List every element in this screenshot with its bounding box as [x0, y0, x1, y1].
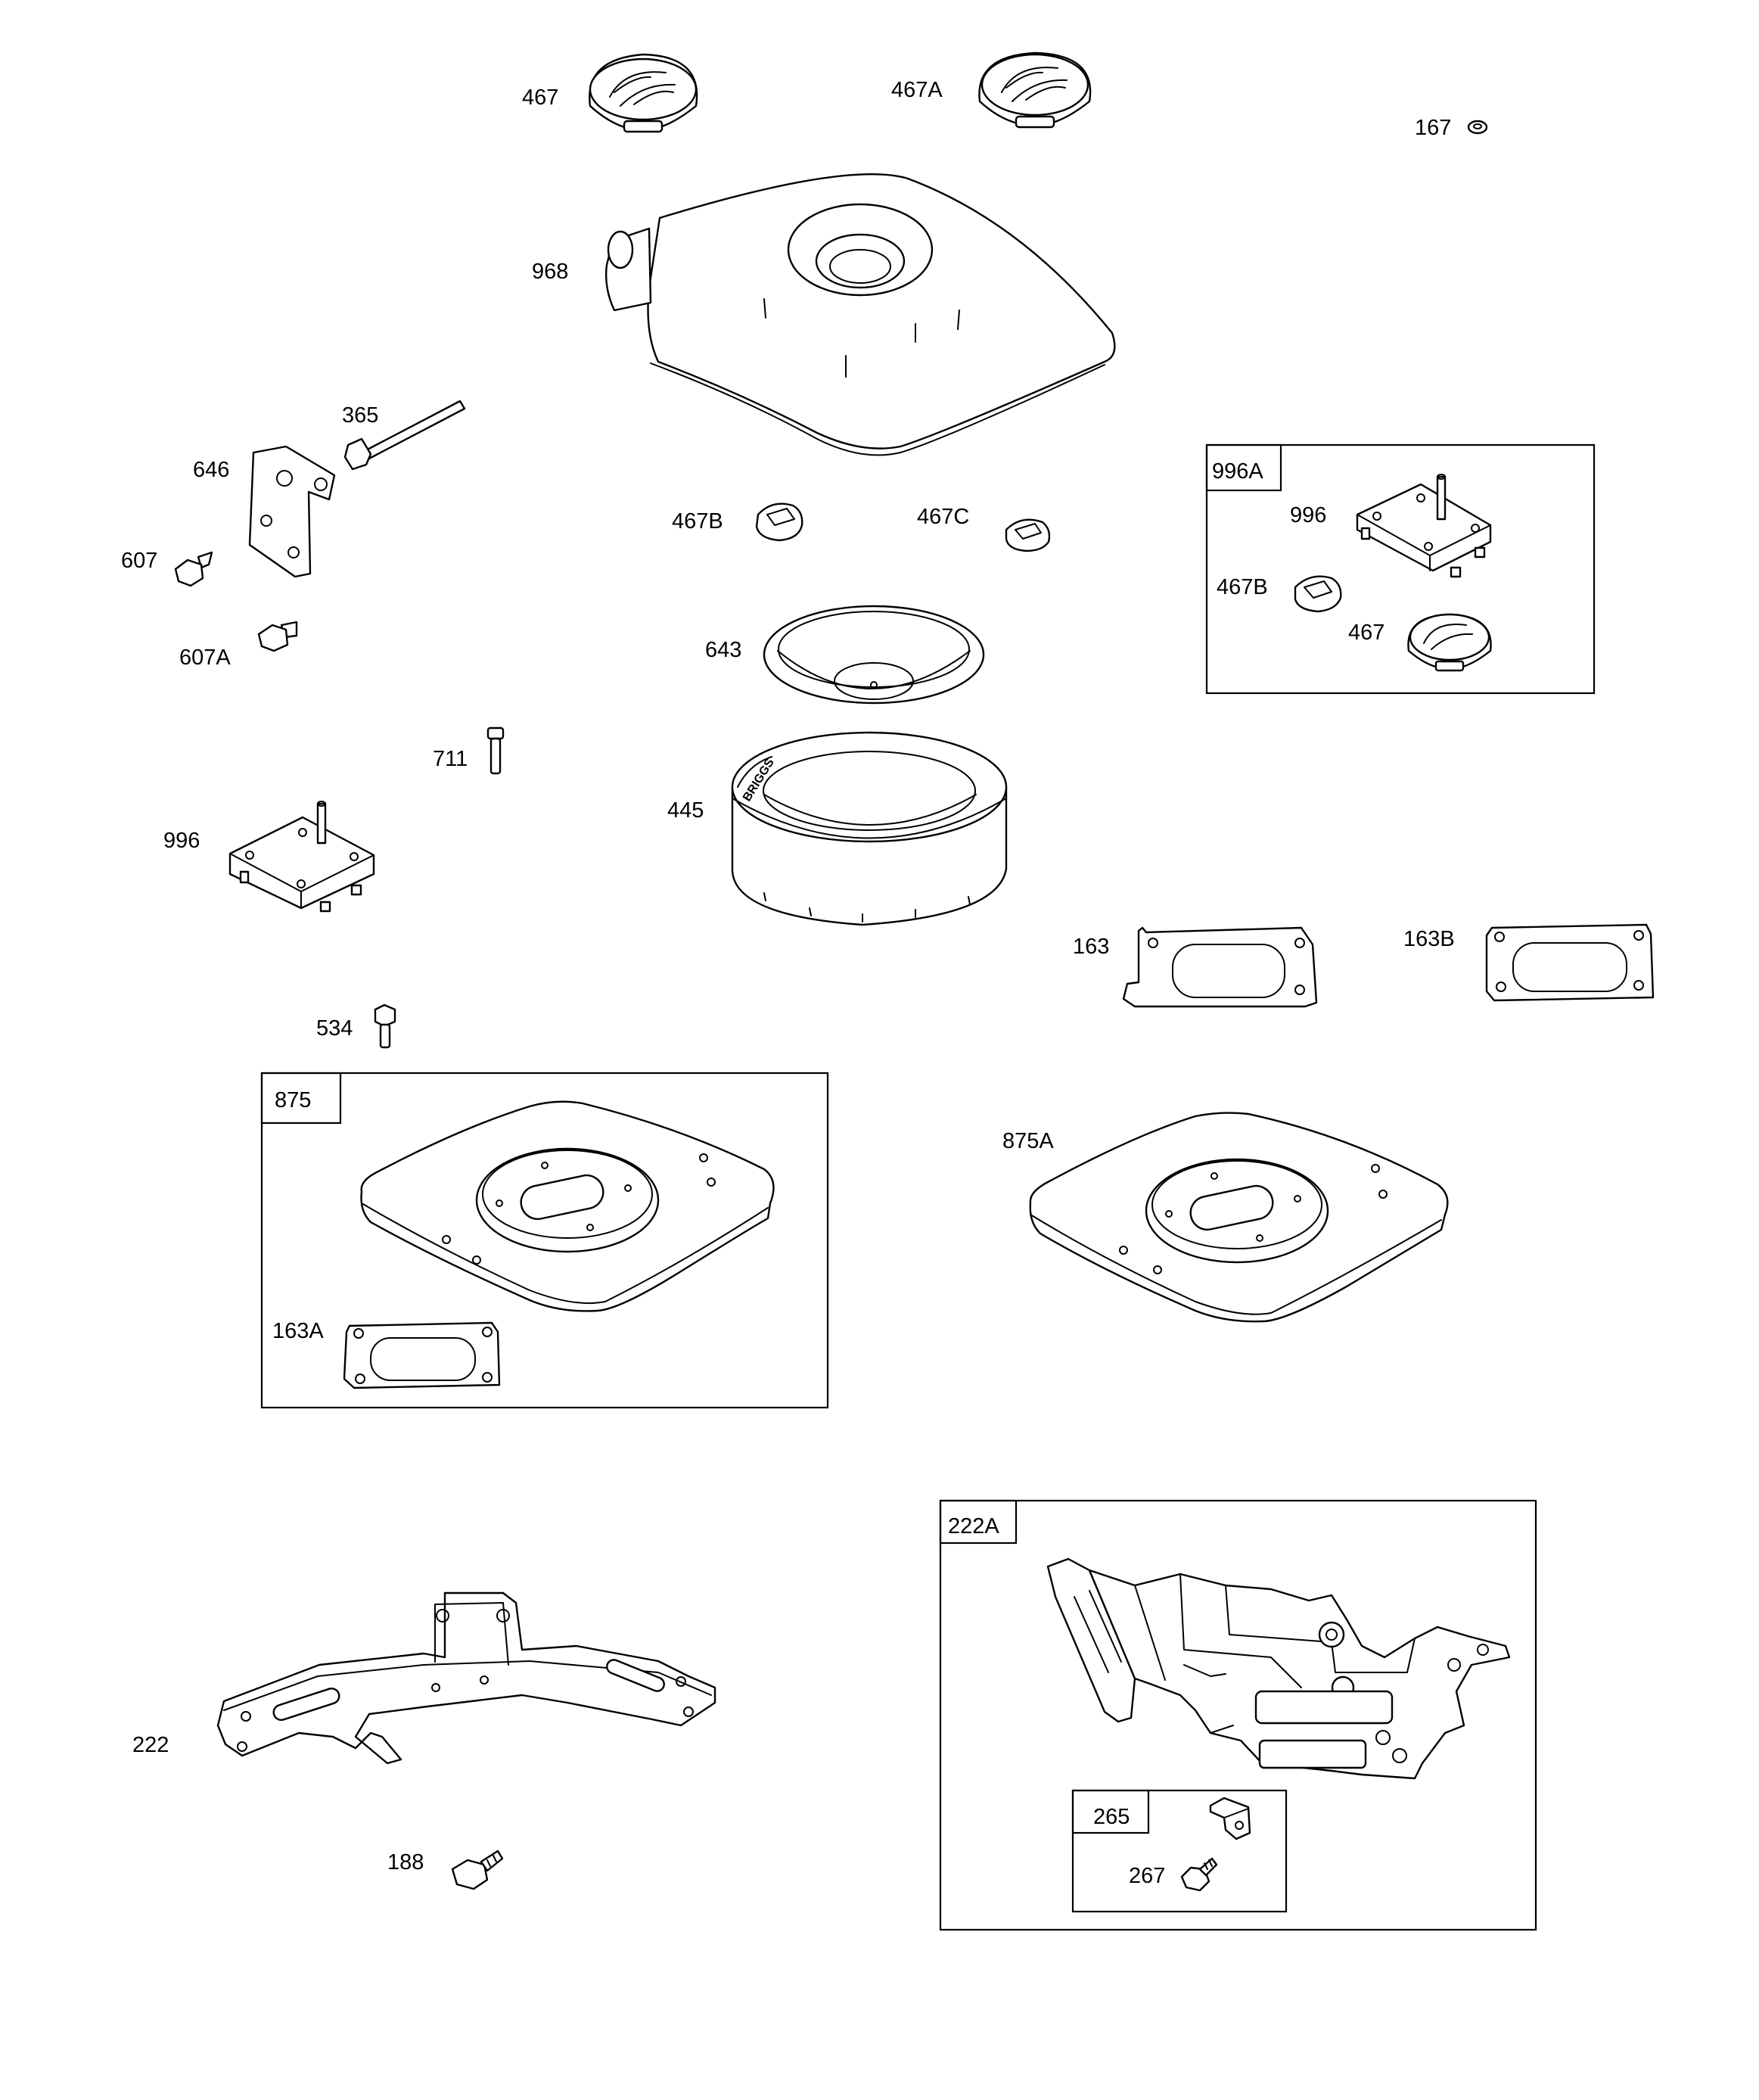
part-467B-knob	[755, 502, 803, 542]
label-222: 222	[132, 1733, 169, 1757]
part-467A-cap	[978, 51, 1092, 129]
kit-996A-knob	[1294, 575, 1342, 613]
label-646: 646	[193, 458, 229, 482]
label-167: 167	[1415, 116, 1451, 140]
part-875-base-plate	[360, 1100, 775, 1312]
kit-996A-title: 996A	[1212, 459, 1263, 484]
part-222-bracket	[216, 1591, 716, 1765]
label-875A: 875A	[1002, 1129, 1054, 1153]
part-607A-bolt	[257, 621, 298, 652]
label-445: 445	[667, 798, 704, 823]
label-265: 265	[1093, 1805, 1130, 1829]
label-267: 267	[1129, 1864, 1165, 1888]
part-996-plate	[228, 801, 375, 913]
label-222A: 222A	[948, 1514, 999, 1538]
label-643: 643	[705, 638, 741, 662]
part-968-cover	[604, 173, 1116, 456]
part-265-clip	[1209, 1797, 1251, 1840]
part-163-gasket	[1122, 926, 1318, 1008]
part-163A-gasket	[343, 1321, 501, 1389]
label-467A: 467A	[891, 78, 943, 102]
part-643-tray	[763, 605, 985, 705]
part-711-bolt	[486, 726, 505, 775]
label-467C: 467C	[917, 505, 969, 529]
part-188-bolt	[451, 1850, 504, 1890]
part-467C-knob	[1005, 518, 1051, 552]
label-188: 188	[387, 1850, 424, 1874]
label-163A: 163A	[272, 1319, 324, 1343]
kit-265-box	[1071, 1789, 1288, 1913]
kit-996A-box	[1205, 443, 1596, 695]
kit-996A-label-467B: 467B	[1217, 575, 1268, 599]
part-365-bolt	[343, 400, 466, 471]
kit-875-box	[260, 1072, 829, 1409]
part-445-filter: BRIGGS	[731, 731, 1008, 926]
part-607-bolt	[174, 551, 213, 587]
label-607A: 607A	[179, 646, 231, 670]
kit-996A-label-467: 467	[1348, 621, 1385, 645]
label-163: 163	[1073, 935, 1109, 959]
part-267-screw	[1180, 1857, 1218, 1892]
part-163B-gasket	[1485, 923, 1655, 1002]
kit-996A-label-996: 996	[1290, 503, 1326, 527]
label-467: 467	[522, 86, 558, 110]
part-167-nut	[1467, 120, 1488, 135]
label-875: 875	[275, 1088, 311, 1112]
part-875A-base-plate	[1029, 1112, 1449, 1323]
label-365: 365	[342, 403, 378, 428]
label-163B: 163B	[1403, 927, 1455, 951]
label-996: 996	[163, 829, 200, 853]
part-534-bolt	[374, 1003, 396, 1049]
kit-222A-box	[939, 1499, 1537, 1931]
label-711: 711	[433, 747, 468, 771]
part-222A-governor-assembly	[1046, 1557, 1511, 1780]
part-467-cap	[589, 53, 698, 133]
label-534: 534	[316, 1016, 353, 1041]
label-607: 607	[121, 549, 157, 573]
label-467B: 467B	[672, 509, 723, 534]
kit-996A-cap	[1407, 613, 1492, 672]
part-646-bracket	[248, 445, 336, 578]
kit-996A-plate	[1356, 474, 1492, 578]
label-968: 968	[532, 260, 568, 284]
